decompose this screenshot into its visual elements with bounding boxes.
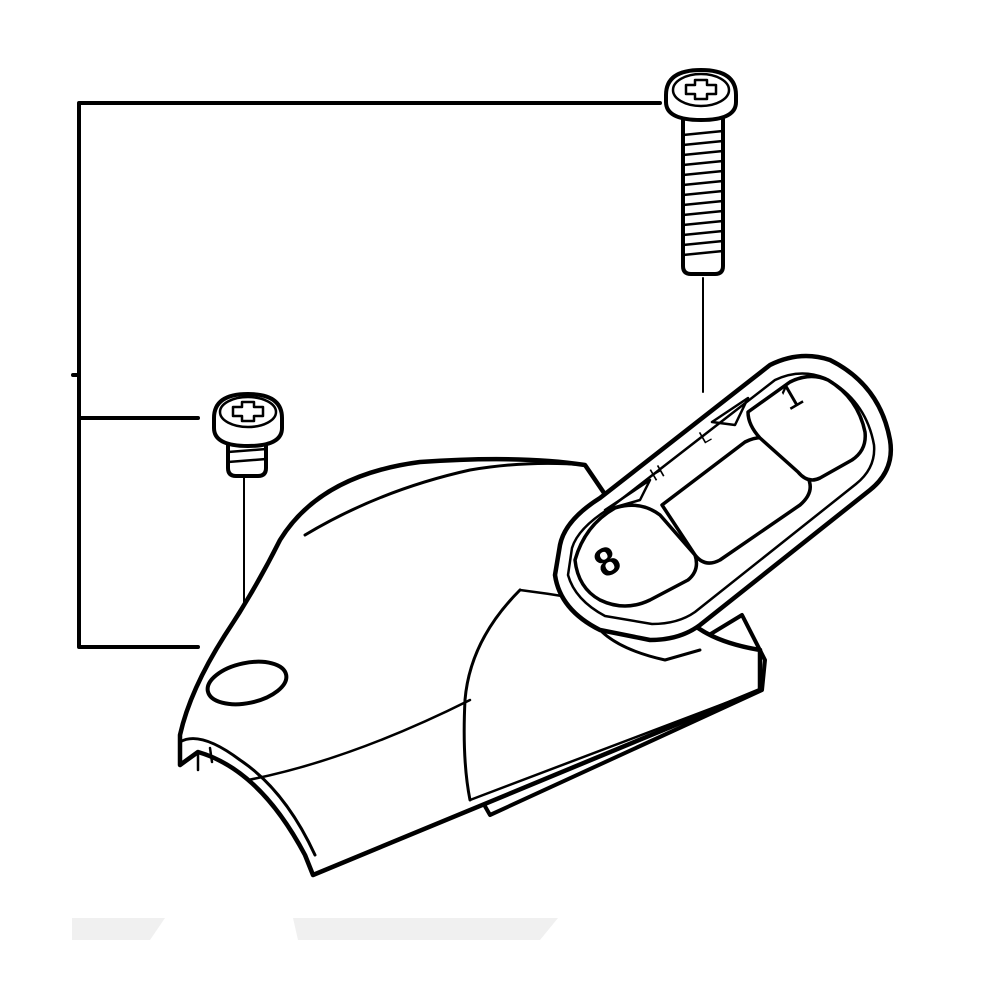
switch-housing-cover: 8 1 H L: [177, 353, 894, 878]
low-speed-triangle: [603, 478, 652, 512]
button-left: [573, 503, 699, 608]
long-screw-thread: [681, 129, 725, 257]
high-speed-triangle: [710, 396, 750, 427]
long-screw-head: [664, 68, 738, 122]
long-screw-cross-recess: [684, 78, 718, 101]
long-screw: [664, 68, 738, 276]
button-right: [746, 374, 867, 482]
housing-screw-seat: [205, 659, 289, 707]
leader-bracket: [71, 101, 662, 649]
shadow-bands: [72, 918, 558, 940]
short-screw: [212, 392, 284, 478]
short-screw-cross-recess: [231, 400, 265, 423]
